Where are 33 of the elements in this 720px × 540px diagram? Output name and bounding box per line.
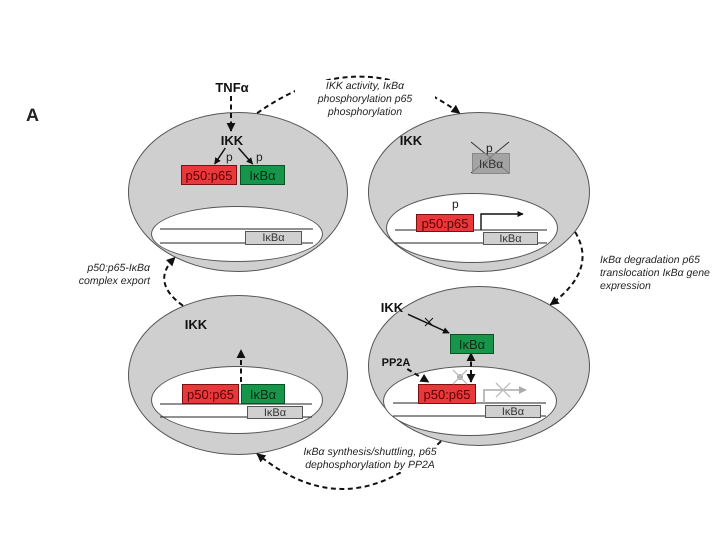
arrow <box>408 314 450 334</box>
protein-box: p50:p65 <box>416 214 474 232</box>
arrow <box>550 232 584 306</box>
protein-box: IκBα <box>240 165 285 185</box>
protein-label: TNFα <box>212 79 252 96</box>
gene-box: IκBα <box>245 231 302 245</box>
protein-box: p50:p65 <box>182 384 239 404</box>
protein-box: IκBα <box>450 334 494 354</box>
protein-label: IKK <box>394 132 428 149</box>
arrow <box>406 368 430 383</box>
arrow <box>214 148 226 165</box>
protein-label: IKK <box>375 299 409 316</box>
protein-label: PP2A <box>377 355 415 370</box>
gene-box: IκBα <box>485 405 541 418</box>
panel-letter: A <box>26 106 39 124</box>
protein-box: p50:p65 <box>418 384 476 404</box>
phosphate-label: p <box>452 198 459 210</box>
protein-box: IκBα <box>241 384 285 404</box>
arrow <box>466 352 476 383</box>
phosphate-label: p <box>256 151 263 163</box>
edge-label: IKK activity, IκBα phosphorylation p65 phosphorylation <box>295 80 435 119</box>
edge-label: IκBα synthesis/shuttling, p65 dephosphorylation by PP2A <box>303 446 437 472</box>
protein-label: IKK <box>179 316 213 333</box>
degraded-protein-box: IκBα <box>472 153 510 174</box>
arrow <box>163 256 184 306</box>
arrow <box>236 349 246 382</box>
protein-box: p50:p65 <box>181 165 237 185</box>
phosphate-label: p <box>226 151 233 163</box>
gene-box: IκBα <box>247 406 303 419</box>
phosphate-label: p <box>486 142 493 154</box>
gene-box: IκBα <box>483 232 538 245</box>
arrow <box>238 148 254 164</box>
protein-label: IKK <box>215 132 249 149</box>
